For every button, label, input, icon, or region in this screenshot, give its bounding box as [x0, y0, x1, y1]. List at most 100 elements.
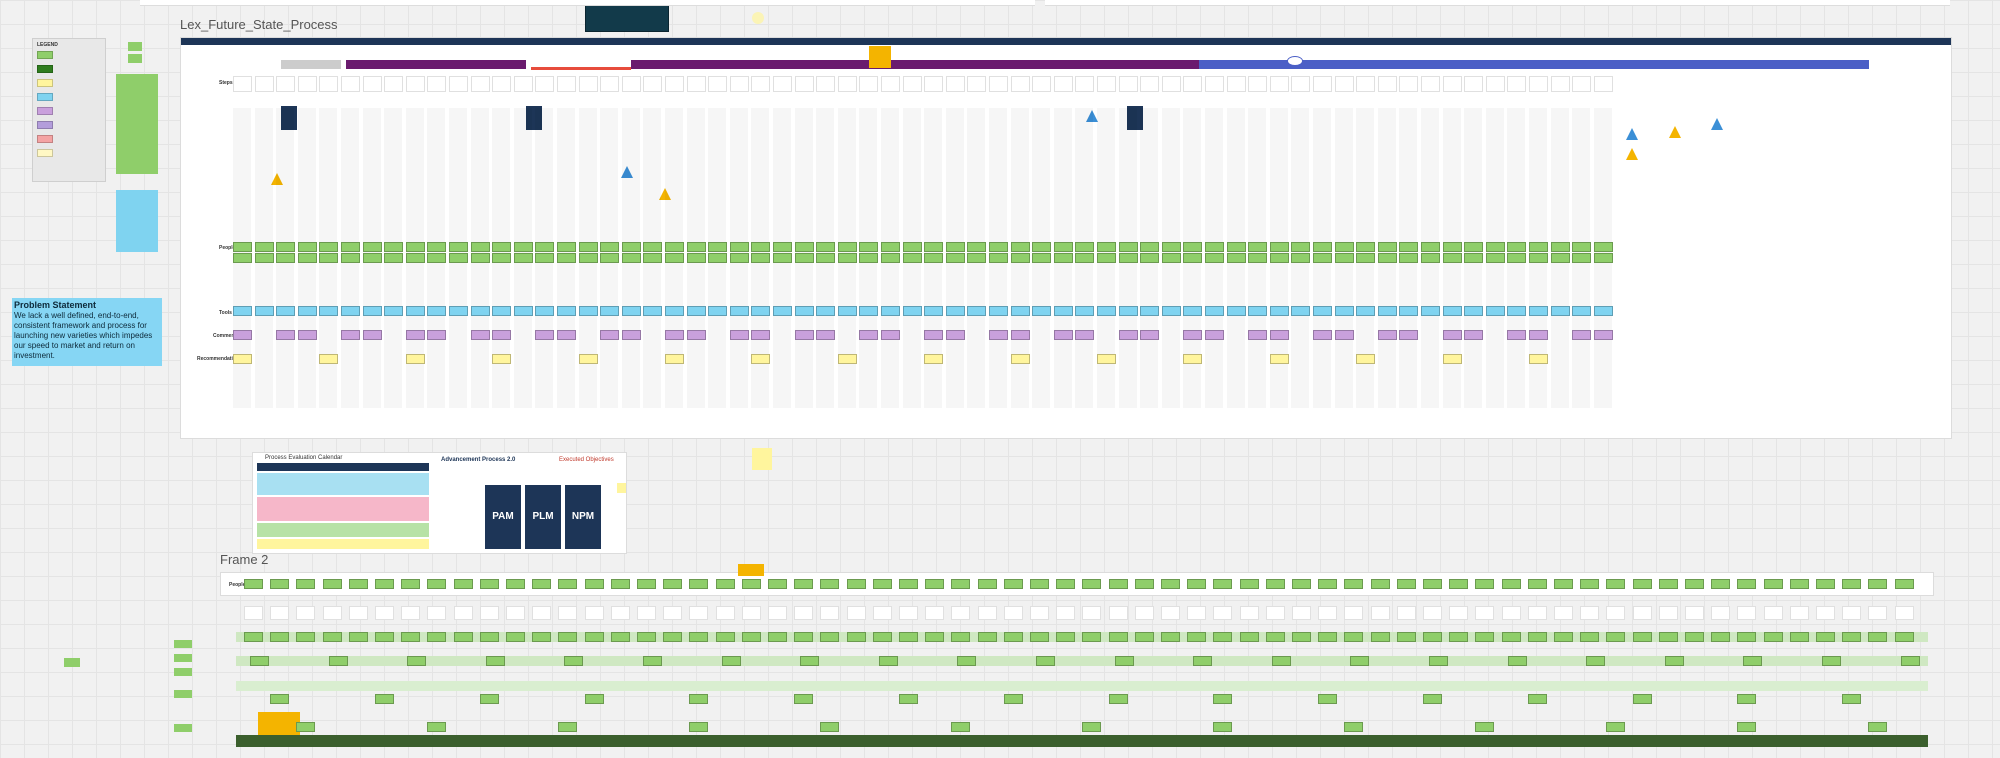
frame2-task-chip[interactable]	[1789, 632, 1809, 642]
frame2-task-chip[interactable]	[1108, 694, 1128, 704]
tool-chip[interactable]	[470, 306, 490, 316]
comment-chip[interactable]	[1399, 330, 1419, 340]
recommendation-chip[interactable]	[665, 354, 684, 364]
recommendation-chip[interactable]	[492, 354, 512, 364]
people-chip[interactable]	[1010, 242, 1030, 252]
frame2-step-card[interactable]	[794, 606, 814, 620]
people-chip[interactable]	[773, 242, 792, 252]
people-chip[interactable]	[794, 242, 814, 252]
tool-chip[interactable]	[1377, 306, 1397, 316]
frame2-step-card[interactable]	[506, 606, 525, 620]
comment-chip[interactable]	[729, 330, 749, 340]
step-header-card[interactable]	[773, 76, 792, 92]
frame2-people-chip[interactable]	[1134, 579, 1154, 589]
people-chip[interactable]	[1291, 253, 1311, 263]
people-chip[interactable]	[470, 253, 490, 263]
people-chip[interactable]	[276, 242, 296, 252]
frame2-task-chip[interactable]	[1429, 656, 1448, 666]
tool-chip[interactable]	[1183, 306, 1203, 316]
frame2-task-chip[interactable]	[715, 632, 735, 642]
people-chip[interactable]	[405, 242, 425, 252]
frame2-task-chip[interactable]	[820, 632, 840, 642]
step-header-card[interactable]	[1075, 76, 1095, 92]
people-chip[interactable]	[1334, 253, 1354, 263]
frame2-task-chip[interactable]	[1114, 656, 1134, 666]
frame2-task-chip[interactable]	[1842, 694, 1862, 704]
frame2-people-chip[interactable]	[479, 579, 499, 589]
comment-chip[interactable]	[1248, 330, 1268, 340]
step-header-card[interactable]	[1053, 76, 1073, 92]
frame2-task-chip[interactable]	[322, 632, 342, 642]
tool-chip[interactable]	[837, 306, 857, 316]
recommendation-chip[interactable]	[837, 354, 857, 364]
comment-chip[interactable]	[1140, 330, 1160, 340]
recommendation-chip[interactable]	[1269, 354, 1289, 364]
step-header-card[interactable]	[1507, 76, 1527, 92]
people-chip[interactable]	[1572, 242, 1592, 252]
advancement-sticky[interactable]	[617, 483, 626, 493]
frame2-task-chip[interactable]	[1632, 632, 1652, 642]
frame2-task-chip[interactable]	[794, 632, 814, 642]
frame2-people-chip[interactable]	[820, 579, 840, 589]
frame2-task-chip[interactable]	[1108, 632, 1128, 642]
people-chip[interactable]	[557, 242, 576, 252]
people-chip[interactable]	[449, 242, 468, 252]
people-chip[interactable]	[427, 253, 447, 263]
frame2-step-card[interactable]	[741, 606, 761, 620]
frame2-task-chip[interactable]	[1586, 656, 1606, 666]
frame2-task-chip[interactable]	[1554, 632, 1573, 642]
frame2-task-chip[interactable]	[1271, 656, 1291, 666]
people-chip[interactable]	[1550, 253, 1570, 263]
tool-chip[interactable]	[1161, 306, 1181, 316]
frame2-task-chip[interactable]	[1475, 722, 1495, 732]
step-header-card[interactable]	[621, 76, 641, 92]
step-header-card[interactable]	[276, 76, 296, 92]
frame2-left-chip-d[interactable]	[174, 690, 192, 698]
people-chip[interactable]	[1464, 253, 1484, 263]
frame2-task-chip[interactable]	[663, 632, 683, 642]
step-header-card[interactable]	[535, 76, 555, 92]
frame2-task-chip[interactable]	[1318, 694, 1338, 704]
people-chip[interactable]	[1205, 253, 1224, 263]
comment-chip[interactable]	[1464, 330, 1484, 340]
people-chip[interactable]	[254, 253, 274, 263]
step-header-card[interactable]	[729, 76, 749, 92]
tool-chip[interactable]	[1572, 306, 1592, 316]
recommendation-chip[interactable]	[1183, 354, 1203, 364]
frame2-task-chip[interactable]	[689, 694, 709, 704]
frame2-people-chip[interactable]	[1056, 579, 1076, 589]
frame2-people-chip[interactable]	[872, 579, 892, 589]
people-chip[interactable]	[1140, 242, 1160, 252]
people-chip[interactable]	[1205, 242, 1224, 252]
tool-chip[interactable]	[1334, 306, 1354, 316]
frame2-step-card[interactable]	[270, 606, 290, 620]
step-header-card[interactable]	[989, 76, 1008, 92]
frame2-people-chip[interactable]	[322, 579, 342, 589]
frame2-task-chip[interactable]	[532, 632, 552, 642]
recommendation-chip[interactable]	[1356, 354, 1376, 364]
tool-chip[interactable]	[881, 306, 900, 316]
tool-chip[interactable]	[513, 306, 533, 316]
people-chip[interactable]	[384, 253, 404, 263]
tool-chip[interactable]	[729, 306, 749, 316]
tool-chip[interactable]	[1464, 306, 1484, 316]
frame2-people-chip[interactable]	[375, 579, 394, 589]
comment-chip[interactable]	[1572, 330, 1592, 340]
frame2-task-chip[interactable]	[872, 632, 892, 642]
tool-chip[interactable]	[319, 306, 339, 316]
tool-chip[interactable]	[1226, 306, 1246, 316]
people-chip[interactable]	[319, 253, 339, 263]
comment-chip[interactable]	[233, 330, 252, 340]
frame2-task-chip[interactable]	[1868, 632, 1888, 642]
frame2-task-chip[interactable]	[1344, 722, 1364, 732]
step-header-card[interactable]	[1161, 76, 1181, 92]
frame2-people-chip[interactable]	[1423, 579, 1442, 589]
tool-chip[interactable]	[1205, 306, 1224, 316]
people-chip[interactable]	[773, 253, 792, 263]
tool-chip[interactable]	[816, 306, 836, 316]
advancement-process-board[interactable]: Process Evaluation Calendar Advancement …	[252, 452, 627, 554]
comment-chip[interactable]	[665, 330, 684, 340]
frame2-step-card[interactable]	[1423, 606, 1442, 620]
people-chip[interactable]	[557, 253, 576, 263]
people-chip[interactable]	[643, 242, 663, 252]
